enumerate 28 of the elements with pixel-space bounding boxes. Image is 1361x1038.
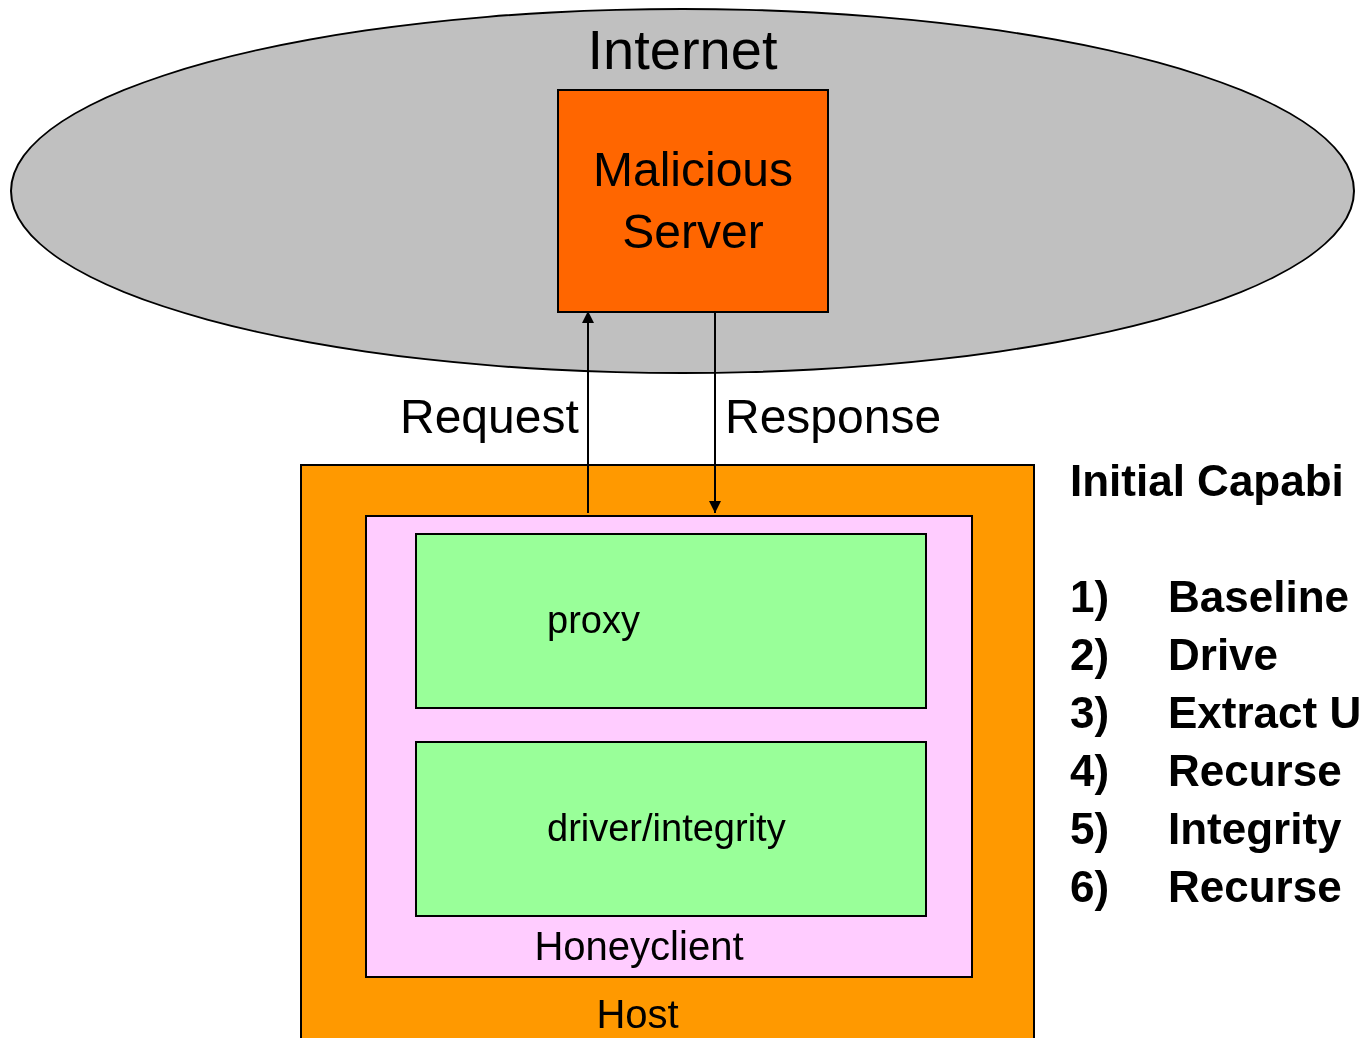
list-number: 1)	[1070, 571, 1111, 624]
list-number: 5)	[1070, 803, 1111, 856]
edge-label: Request	[400, 389, 578, 445]
edge-label: Response	[725, 389, 943, 445]
list-item: Integrity	[1168, 803, 1342, 856]
component-box	[415, 533, 927, 709]
node-label: Honeyclient	[534, 923, 744, 970]
arrow	[709, 310, 721, 514]
component-box	[415, 741, 927, 917]
list-number: 2)	[1070, 629, 1111, 682]
list-number: 3)	[1070, 687, 1111, 740]
node-label: Host	[596, 991, 679, 1038]
client-box	[365, 515, 973, 978]
list-heading: Initial Capabi	[1070, 455, 1345, 507]
list-item: Recurse	[1168, 745, 1342, 798]
list-item: Baseline	[1168, 571, 1349, 624]
list-item: Recurse	[1168, 861, 1342, 914]
arrow	[582, 310, 594, 514]
list-item: Extract U	[1168, 687, 1361, 740]
list-item: Drive	[1168, 629, 1279, 682]
node-label: Internet	[587, 17, 778, 83]
node-label: Malicious Server	[591, 141, 795, 260]
list-number: 6)	[1070, 861, 1111, 914]
node-label: driver/integrity	[546, 806, 787, 852]
node-label: proxy	[546, 598, 641, 644]
host-box	[300, 464, 1035, 1038]
list-number: 4)	[1070, 745, 1111, 798]
server-box	[557, 89, 829, 313]
